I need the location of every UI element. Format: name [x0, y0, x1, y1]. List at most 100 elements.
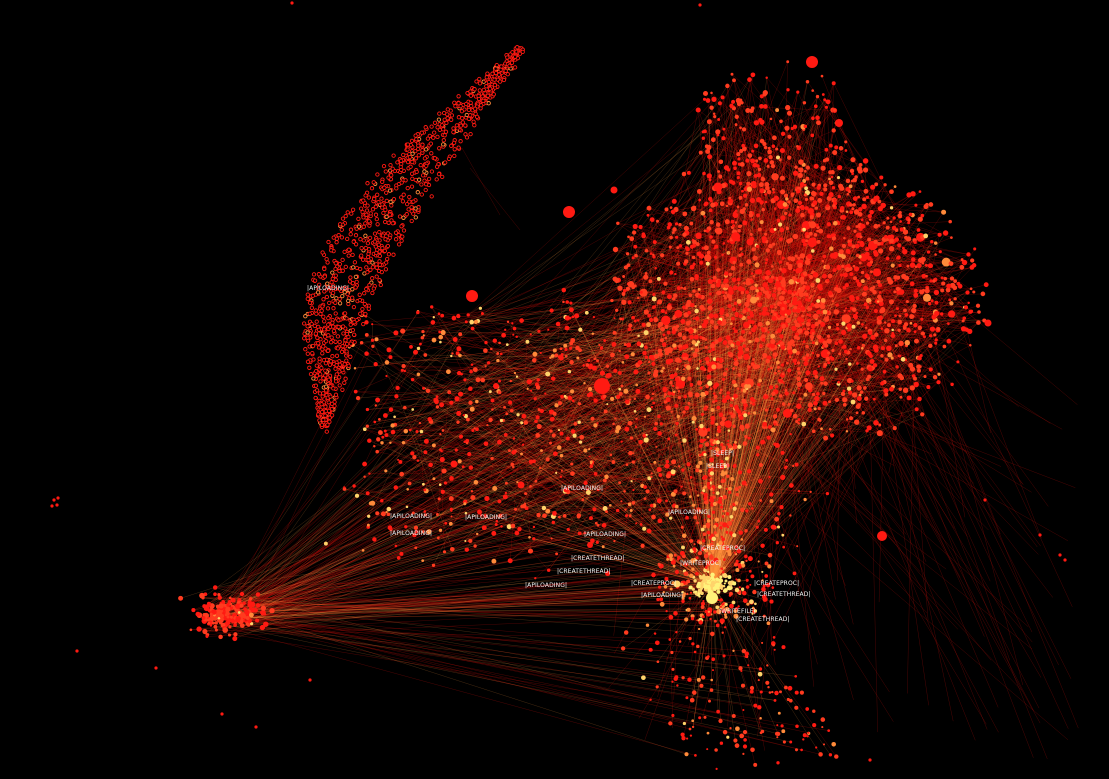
graph-node — [953, 297, 957, 301]
graph-node — [601, 545, 605, 549]
graph-node — [917, 396, 922, 402]
graph-node — [486, 79, 492, 85]
graph-node — [456, 420, 460, 424]
graph-node — [307, 311, 312, 316]
graph-node — [571, 399, 575, 403]
graph-node — [757, 383, 761, 387]
graph-node — [380, 511, 386, 517]
graph-node — [913, 381, 919, 388]
graph-node — [696, 189, 702, 194]
graph-node — [305, 335, 310, 340]
graph-node — [778, 158, 782, 162]
graph-node — [485, 71, 490, 76]
graph-node — [861, 291, 867, 297]
graph-node — [466, 290, 478, 302]
graph-node — [401, 215, 406, 220]
graph-node — [707, 305, 713, 311]
graph-node — [464, 101, 469, 107]
graph-node — [549, 308, 554, 313]
graph-node — [703, 438, 707, 442]
graph-node — [786, 299, 790, 304]
graph-node — [317, 356, 322, 361]
graph-node — [510, 462, 515, 467]
graph-node — [880, 354, 884, 358]
graph-node — [788, 279, 795, 285]
graph-node — [382, 248, 388, 254]
graph-node — [655, 685, 659, 689]
graph-node — [635, 522, 638, 525]
node-label: |APILOADING| — [668, 509, 710, 516]
graph-node — [860, 218, 864, 222]
graph-node — [721, 503, 724, 506]
graph-node — [734, 501, 739, 505]
graph-node — [706, 731, 710, 735]
graph-node — [544, 392, 547, 395]
graph-node — [781, 256, 785, 260]
graph-node — [672, 564, 676, 568]
graph-node — [375, 222, 380, 227]
graph-node — [354, 493, 360, 498]
graph-node — [660, 326, 665, 332]
graph-node — [330, 270, 335, 275]
graph-node — [747, 368, 750, 371]
graph-node — [381, 163, 387, 169]
graph-node — [712, 517, 714, 520]
graph-node — [460, 120, 466, 125]
graph-node — [766, 189, 772, 195]
graph-node — [738, 586, 741, 589]
graph-node — [692, 690, 697, 695]
graph-node — [773, 195, 780, 202]
graph-node — [740, 683, 746, 688]
graph-node — [348, 341, 354, 346]
graph-node — [414, 169, 419, 175]
graph-node — [820, 165, 826, 171]
graph-node — [469, 406, 475, 412]
graph-node — [653, 369, 659, 375]
graph-node — [751, 247, 756, 252]
graph-node — [477, 76, 482, 82]
graph-node — [716, 268, 720, 272]
graph-node — [794, 188, 798, 192]
graph-node — [892, 425, 897, 431]
graph-node — [901, 246, 905, 250]
graph-node — [440, 123, 445, 128]
graph-node — [846, 386, 852, 391]
graph-node — [783, 410, 788, 416]
graph-node — [589, 516, 593, 521]
graph-node — [820, 321, 826, 327]
graph-node — [767, 552, 773, 558]
graph-node — [789, 433, 792, 436]
graph-node — [352, 319, 357, 325]
graph-node — [353, 274, 359, 280]
graph-node — [758, 378, 762, 383]
graph-node — [364, 265, 369, 270]
graph-node — [307, 300, 313, 305]
graph-node — [654, 421, 658, 426]
graph-node — [782, 381, 785, 384]
graph-node — [429, 169, 435, 174]
graph-node — [857, 168, 863, 174]
graph-node — [731, 99, 736, 104]
graph-node — [816, 392, 820, 396]
graph-node — [381, 210, 386, 216]
graph-node — [458, 139, 463, 144]
graph-node — [499, 352, 503, 356]
graph-node — [639, 288, 648, 297]
graph-node — [691, 503, 696, 507]
graph-node — [373, 204, 378, 209]
graph-node — [703, 406, 708, 411]
graph-node — [752, 402, 756, 406]
graph-node — [887, 279, 894, 285]
graph-node — [796, 361, 801, 365]
graph-node — [495, 519, 499, 523]
graph-node — [629, 436, 634, 440]
graph-node — [718, 718, 723, 724]
graph-node — [865, 305, 870, 310]
graph-node — [805, 285, 811, 291]
graph-node — [781, 323, 787, 329]
graph-node — [869, 209, 874, 215]
graph-node — [920, 317, 924, 321]
graph-node — [670, 469, 676, 475]
graph-node — [786, 88, 790, 92]
graph-node — [733, 166, 737, 171]
